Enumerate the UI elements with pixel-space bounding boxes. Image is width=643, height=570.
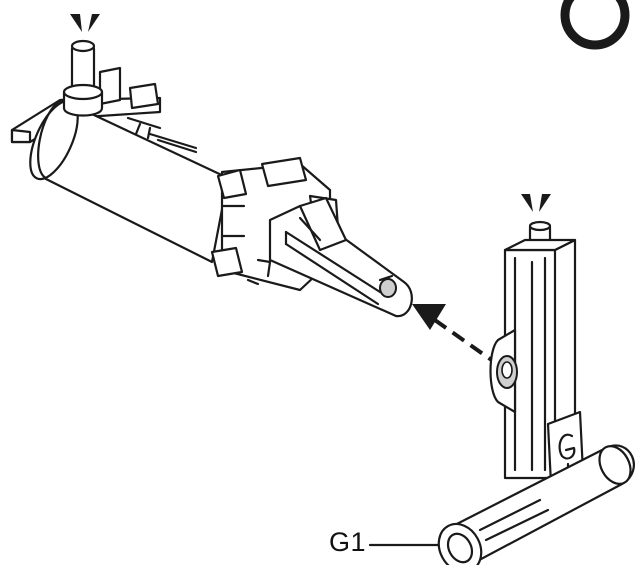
top-pin [62, 39, 104, 117]
fork-arm [268, 196, 413, 318]
cylinder-assembly [10, 39, 413, 318]
press-down-arrows-icon [70, 14, 100, 32]
hook-socket [489, 328, 518, 414]
step-circle-icon [560, 0, 630, 50]
cylinder-tube [29, 98, 230, 264]
t-bracket-assembly [368, 220, 635, 570]
dashed-insert-arrow-icon [412, 304, 502, 368]
cross-tube [437, 444, 635, 570]
callout-label-g1: G1 [329, 527, 367, 557]
press-down-arrows-icon [521, 194, 551, 212]
vertical-post [503, 238, 577, 480]
